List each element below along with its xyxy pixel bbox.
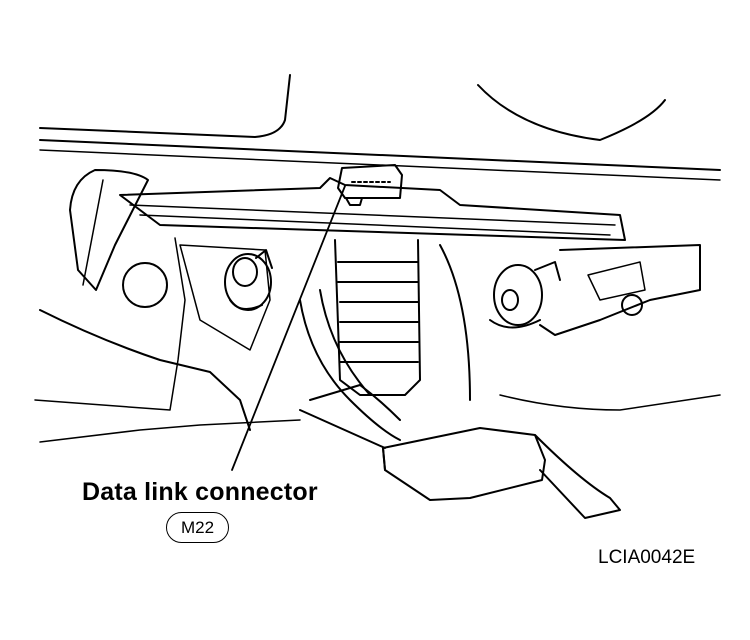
accelerator-pedal [299, 384, 621, 519]
right-gear [489, 261, 561, 329]
left-knee-panel [69, 169, 149, 291]
left-knob [224, 249, 273, 311]
lower-dash-panel [119, 177, 626, 241]
pedal-arm [299, 299, 401, 441]
connector-label: Data link connector [82, 478, 318, 506]
steering-wheel-arc [477, 84, 666, 141]
steering-column [334, 239, 471, 401]
windshield-edge [39, 74, 291, 138]
data-link-connector [337, 164, 403, 206]
right-bracket [539, 244, 701, 336]
left-round-panel [122, 262, 168, 308]
connector-id-badge: M22 [166, 512, 229, 543]
dash-top-edge [39, 139, 721, 171]
figure-id: LCIA0042E [598, 547, 696, 568]
